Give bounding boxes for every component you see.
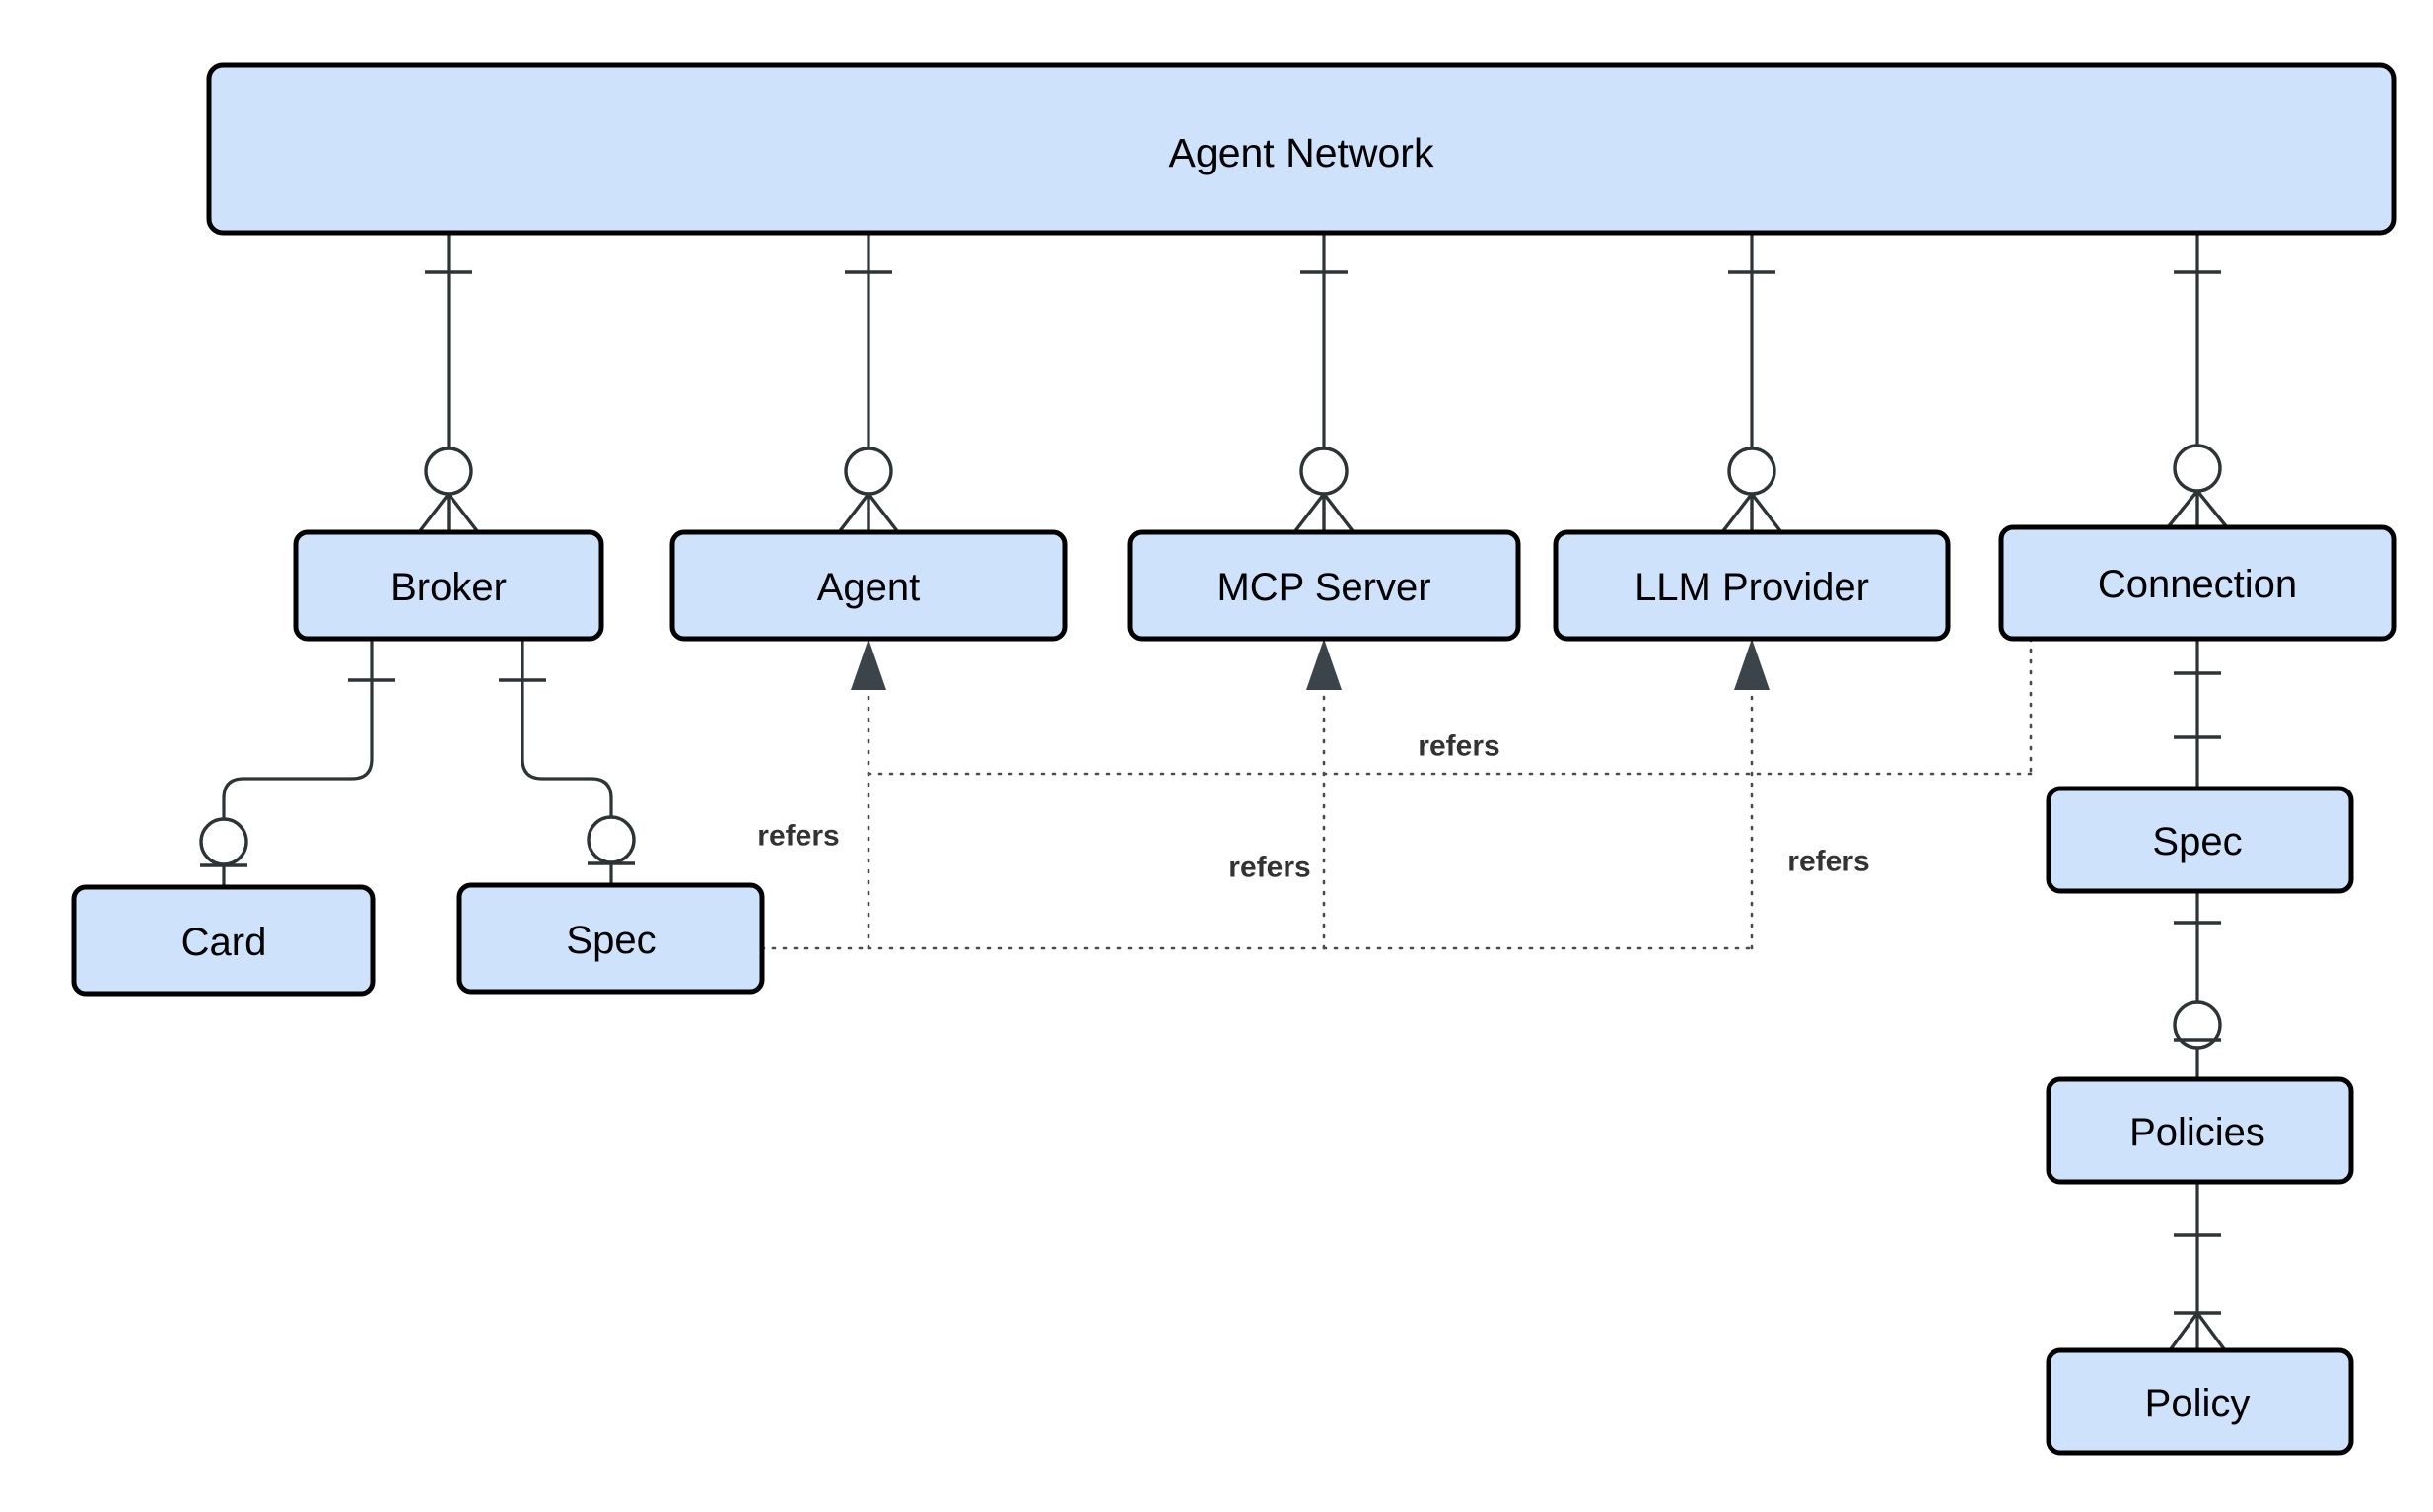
connector-connection-spec <box>2174 639 2221 789</box>
refers-link-spec-agent <box>760 639 886 950</box>
connector-broker-spec <box>499 639 636 885</box>
refers-link-connection-mcp <box>867 637 2033 776</box>
entity-box-connection-spec[interactable] <box>2046 786 2354 894</box>
refers-arrowhead-llm-provider <box>1734 639 1770 690</box>
refers-link-spec-mcp <box>867 639 1342 950</box>
entity-box-agent-network[interactable] <box>206 62 2397 236</box>
entity-label-broker-spec: Spec <box>566 919 656 962</box>
entity-label-broker: Broker <box>390 566 507 609</box>
entity-mcp-server[interactable]: MCP Server <box>1127 529 1521 642</box>
entity-box-agent[interactable] <box>669 529 1068 642</box>
connector-layer <box>199 233 2229 1352</box>
entity-card[interactable]: Card <box>71 884 376 997</box>
connector-network-agent <box>837 233 900 534</box>
entity-label-policy: Policy <box>2145 1382 2251 1425</box>
entity-connection[interactable]: Connection <box>1998 524 2397 642</box>
entity-policies[interactable]: Policies <box>2046 1076 2354 1185</box>
connector-network-llm-provider <box>1720 233 1783 534</box>
entity-label-connection: Connection <box>2098 563 2297 606</box>
refers-link-spec-llm <box>1322 639 1770 950</box>
refers-label-connection-mcp-server: refers <box>1418 730 1499 763</box>
entity-label-mcp-server: MCP Server <box>1216 566 1430 609</box>
entity-broker[interactable]: Broker <box>293 529 604 642</box>
entity-box-mcp-server[interactable] <box>1127 529 1521 642</box>
entity-box-policy[interactable] <box>2046 1347 2354 1456</box>
connector-network-mcp-server <box>1292 233 1356 534</box>
entity-label-card: Card <box>181 921 267 964</box>
entity-agent-network[interactable]: Agent Network <box>206 62 2397 236</box>
entity-box-connection[interactable] <box>1998 524 2397 642</box>
connector-broker-card <box>199 639 395 887</box>
refers-arrowhead-mcp-server <box>1306 639 1342 690</box>
refers-arrowhead-agent <box>851 639 886 690</box>
connector-network-connection <box>2166 233 2229 529</box>
entity-label-connection-spec: Spec <box>2152 820 2242 863</box>
entity-box-llm-provider[interactable] <box>1553 529 1951 642</box>
entity-box-card[interactable] <box>71 884 376 997</box>
entity-box-policies[interactable] <box>2046 1076 2354 1185</box>
connector-spec-policies <box>2173 891 2222 1079</box>
entity-label-agent-network: Agent Network <box>1169 130 1434 175</box>
connector-policies-policy <box>2168 1182 2227 1352</box>
refers-label-spec-llm-provider: refers <box>1787 846 1869 878</box>
entity-label-agent: Agent <box>817 566 921 609</box>
entity-agent[interactable]: Agent <box>669 529 1068 642</box>
entity-label-policies: Policies <box>2129 1111 2265 1154</box>
refers-label-spec-mcp-server: refers <box>1228 852 1310 884</box>
entity-connection-spec[interactable]: Spec <box>2046 786 2354 894</box>
refers-layer <box>760 637 2033 950</box>
refers-label-spec-agent: refers <box>757 820 839 853</box>
entity-llm-provider[interactable]: LLM Provider <box>1553 529 1951 642</box>
connector-network-broker <box>417 233 480 534</box>
refers-label-layer: refers refers refers refers <box>757 730 1869 884</box>
entity-label-llm-provider: LLM Provider <box>1634 566 1869 609</box>
entity-policy[interactable]: Policy <box>2046 1347 2354 1456</box>
entity-broker-spec[interactable]: Spec <box>456 882 765 995</box>
entity-layer: Agent Network Broker Agent MCP Server LL… <box>71 62 2397 1456</box>
entity-box-broker-spec[interactable] <box>456 882 765 995</box>
entity-box-broker[interactable] <box>293 529 604 642</box>
